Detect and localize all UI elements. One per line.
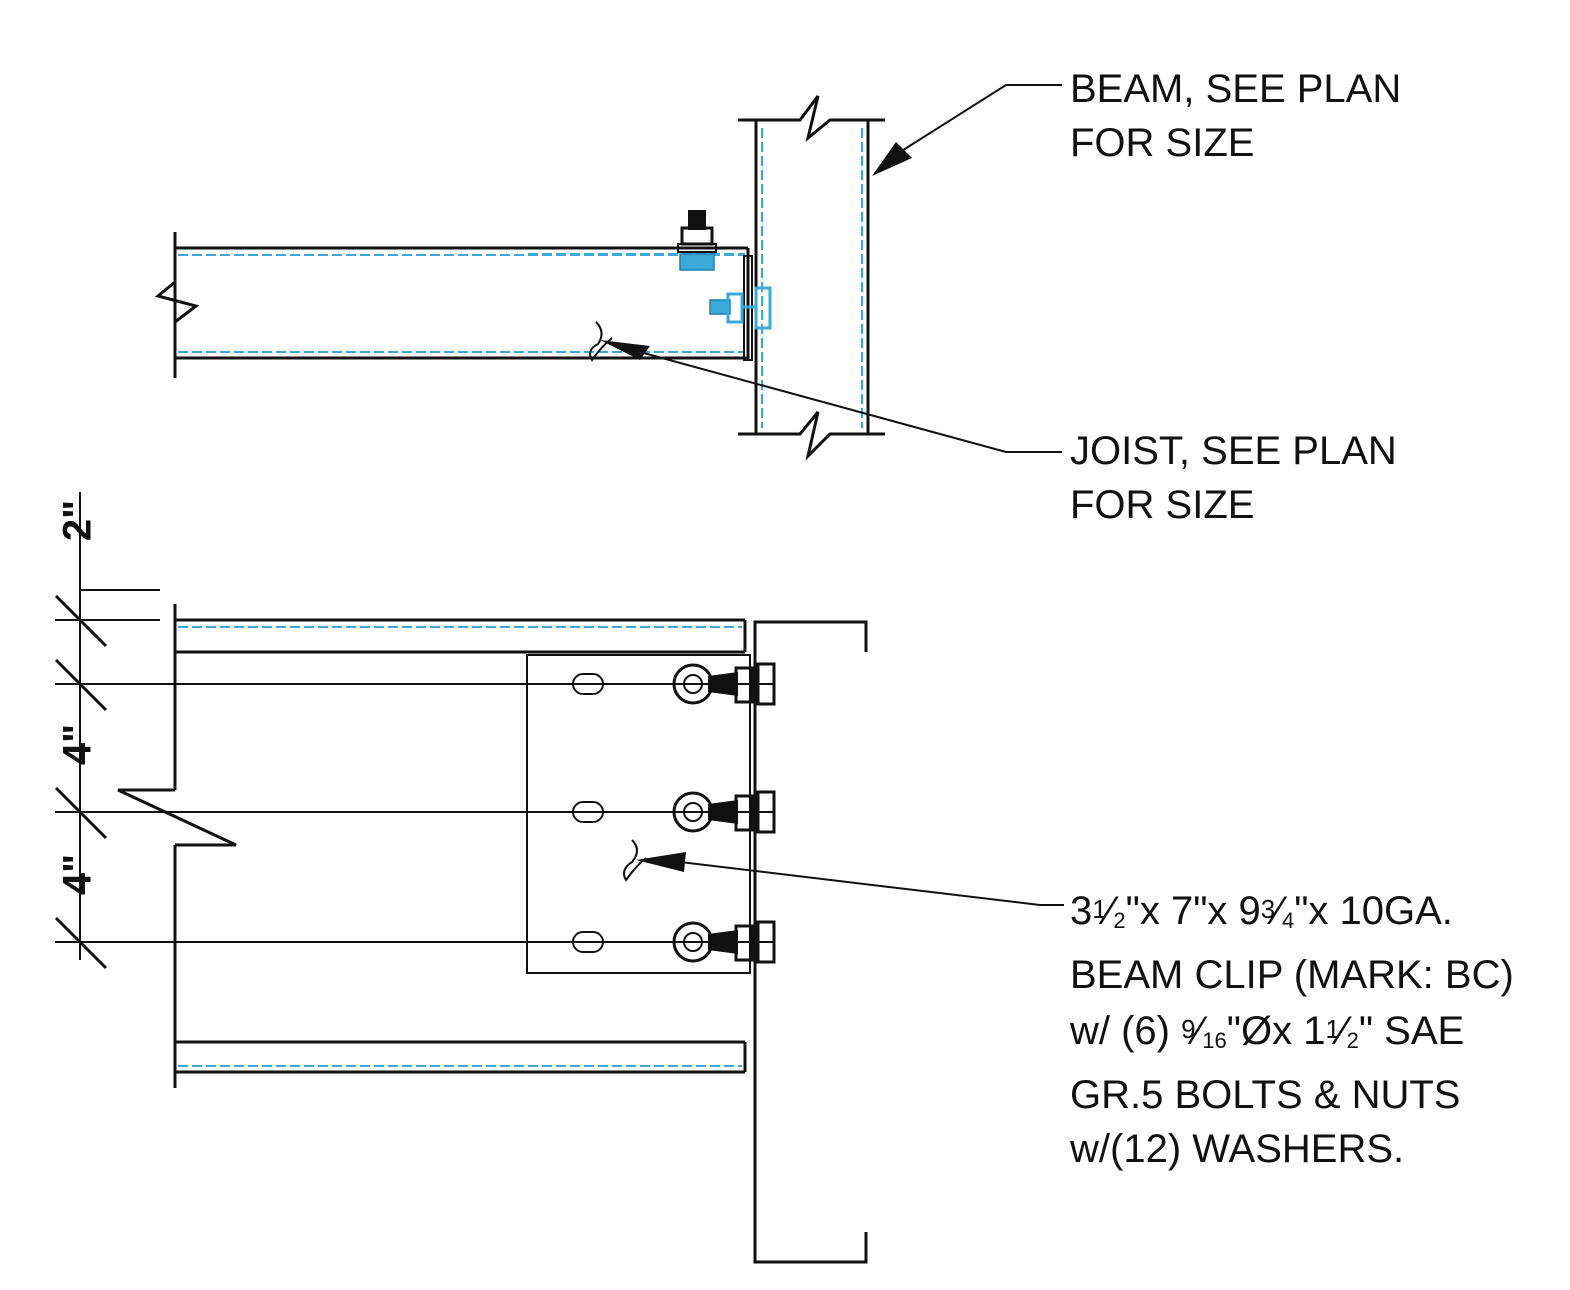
plan-view bbox=[154, 84, 1062, 461]
side-bolt-icon bbox=[709, 286, 772, 330]
elevation-view bbox=[54, 492, 1064, 1264]
joist-callout-line2: FOR SIZE bbox=[1070, 483, 1255, 527]
bolt-3 bbox=[672, 920, 776, 964]
clip-leader bbox=[679, 861, 1064, 906]
joist-leader-arrow bbox=[600, 340, 650, 360]
bolt-1 bbox=[672, 662, 776, 706]
beam-leader bbox=[899, 84, 1062, 153]
clip-callout: 31⁄2"x 7"x 93⁄4"x 10GA. BEAM CLIP (MARK:… bbox=[1070, 882, 1514, 1176]
beam-break-top bbox=[738, 95, 885, 142]
slotted-holes bbox=[572, 673, 604, 953]
beam-plan bbox=[738, 95, 885, 461]
joist-elevation bbox=[117, 604, 747, 1088]
joist-callout-line1: JOIST, SEE PLAN bbox=[1070, 429, 1397, 473]
clip-callout-line5: w/(12) WASHERS. bbox=[1070, 1127, 1405, 1171]
weld-symbol bbox=[589, 321, 613, 362]
beam-callout-line2: FOR SIZE bbox=[1070, 121, 1255, 165]
dimension-ticks bbox=[54, 594, 108, 970]
clip-leader-arrow bbox=[636, 852, 686, 872]
joist-leader bbox=[639, 351, 1062, 453]
clip-callout-line1: 31⁄2"x 7"x 93⁄4"x 10GA. bbox=[1070, 889, 1453, 933]
joist-callout: JOIST, SEE PLAN FOR SIZE bbox=[1070, 424, 1397, 532]
joist-plan bbox=[154, 232, 750, 378]
clip-plate bbox=[526, 654, 751, 974]
beam-break-bottom bbox=[738, 411, 885, 461]
clip-callout-line4: GR.5 BOLTS & NUTS bbox=[1070, 1073, 1461, 1117]
joist-break-symbol bbox=[154, 280, 200, 324]
clip-weld-symbol bbox=[623, 839, 647, 882]
top-bolt-icon bbox=[677, 210, 717, 271]
bolt-2 bbox=[672, 790, 776, 834]
beam-callout-line1: BEAM, SEE PLAN bbox=[1070, 67, 1402, 111]
joist-elevation-break bbox=[117, 788, 237, 847]
clip-callout-line3: w/ (6) 9⁄16"Øx 11⁄2" SAE bbox=[1070, 1009, 1465, 1053]
clip-callout-line2: BEAM CLIP (MARK: BC) bbox=[1070, 953, 1514, 997]
dimension-2in: 2" bbox=[55, 499, 100, 542]
dimension-4in-upper: 4" bbox=[55, 723, 100, 766]
beam-callout: BEAM, SEE PLAN FOR SIZE bbox=[1070, 62, 1401, 170]
dimension-4in-lower: 4" bbox=[55, 853, 100, 896]
